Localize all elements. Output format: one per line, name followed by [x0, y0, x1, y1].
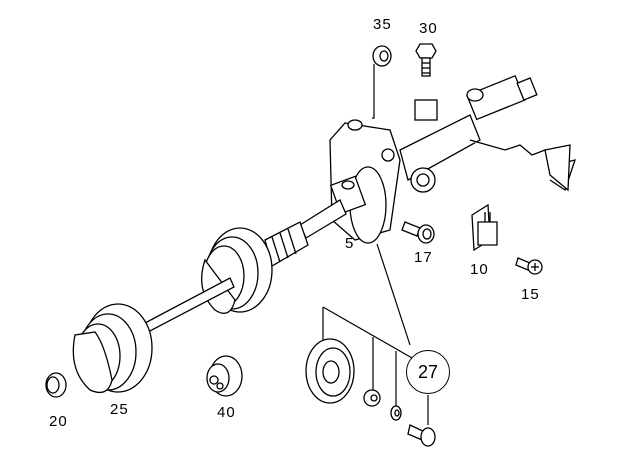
- part-5-steering-column[interactable]: [299, 74, 576, 244]
- part-35-nut[interactable]: [372, 45, 392, 67]
- label-30: 30: [419, 20, 438, 37]
- label-35: 35: [373, 16, 392, 33]
- leader-5-to-27: [376, 243, 411, 346]
- part-27-plate[interactable]: [305, 338, 355, 404]
- part-27-washer-small[interactable]: [390, 405, 402, 421]
- part-27-washer-large[interactable]: [363, 389, 381, 407]
- part-15-screw[interactable]: [515, 257, 543, 275]
- leader-35: [372, 64, 375, 119]
- label-5: 5: [345, 235, 355, 252]
- part-27-bolt[interactable]: [407, 424, 436, 447]
- label-20: 20: [49, 413, 68, 430]
- part-40-bearing[interactable]: [206, 355, 243, 397]
- part-20-cap[interactable]: [45, 372, 67, 398]
- callout-27: 27: [406, 350, 450, 394]
- part-30-bolt[interactable]: [415, 43, 437, 77]
- leader-lines: [322, 64, 429, 425]
- label-10: 10: [470, 261, 489, 278]
- label-15: 15: [521, 286, 540, 303]
- leader-27-main: [322, 306, 413, 359]
- part-10-switch[interactable]: [471, 203, 498, 252]
- label-25: 25: [110, 401, 129, 418]
- part-17-bolt[interactable]: [401, 221, 435, 244]
- label-40: 40: [217, 404, 236, 421]
- label-17: 17: [414, 249, 433, 266]
- part-25-boot-shaft[interactable]: [72, 221, 309, 394]
